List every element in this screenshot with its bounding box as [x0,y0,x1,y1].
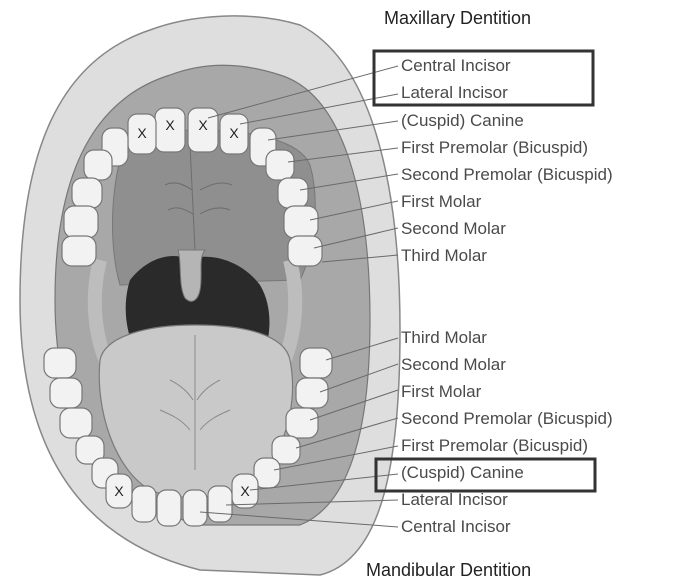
mandibular-label-third-molar: Third Molar [401,328,487,347]
lower-left-second-molar [296,378,328,408]
mandibular-label-central-incisor: Central Incisor [401,517,511,536]
x-mark-upper-right-lateral: X [137,125,147,141]
lower-right-second-molar [50,378,82,408]
upper-right-first-molar [64,206,98,238]
maxillary-label-first-molar: First Molar [401,192,482,211]
upper-left-first-premolar [266,150,294,180]
x-mark-lower-left-canine: X [240,483,250,499]
maxillary-label-second-premolar: Second Premolar (Bicuspid) [401,165,613,184]
upper-right-first-premolar [84,150,112,180]
lower-right-first-molar [60,408,92,438]
mandibular-title: Mandibular Dentition [366,560,531,580]
maxillary-label-central-incisor: Central Incisor [401,56,511,75]
mandibular-label-canine: (Cuspid) Canine [401,463,524,482]
mandibular-label-lateral-incisor: Lateral Incisor [401,490,508,509]
maxillary-label-canine: (Cuspid) Canine [401,111,524,130]
upper-left-second-molar [288,236,322,266]
lower-left-third-molar [300,348,332,378]
mandibular-label-first-premolar: First Premolar (Bicuspid) [401,436,588,455]
maxillary-label-second-molar: Second Molar [401,219,506,238]
maxillary-label-third-molar: Third Molar [401,246,487,265]
upper-left-second-premolar [278,178,308,208]
maxillary-title: Maxillary Dentition [384,8,531,28]
lower-left-lateral-incisor [208,486,232,522]
lower-left-central-incisor [183,490,207,526]
x-mark-lower-right-canine: X [114,483,124,499]
maxillary-label-lateral-incisor: Lateral Incisor [401,83,508,102]
mandibular-label-second-premolar: Second Premolar (Bicuspid) [401,409,613,428]
mandibular-label-first-molar: First Molar [401,382,482,401]
x-mark-upper-left-central: X [198,117,208,133]
upper-right-second-premolar [72,178,102,208]
lower-left-first-molar [286,408,318,438]
maxillary-label-first-premolar: First Premolar (Bicuspid) [401,138,588,157]
x-mark-upper-left-lateral: X [229,125,239,141]
x-mark-upper-right-central: X [165,117,175,133]
mandibular-label-second-molar: Second Molar [401,355,506,374]
lower-right-third-molar [44,348,76,378]
upper-left-first-molar [284,206,318,238]
lower-right-central-incisor [157,490,181,526]
upper-right-second-molar [62,236,96,266]
lower-right-lateral-incisor [132,486,156,522]
